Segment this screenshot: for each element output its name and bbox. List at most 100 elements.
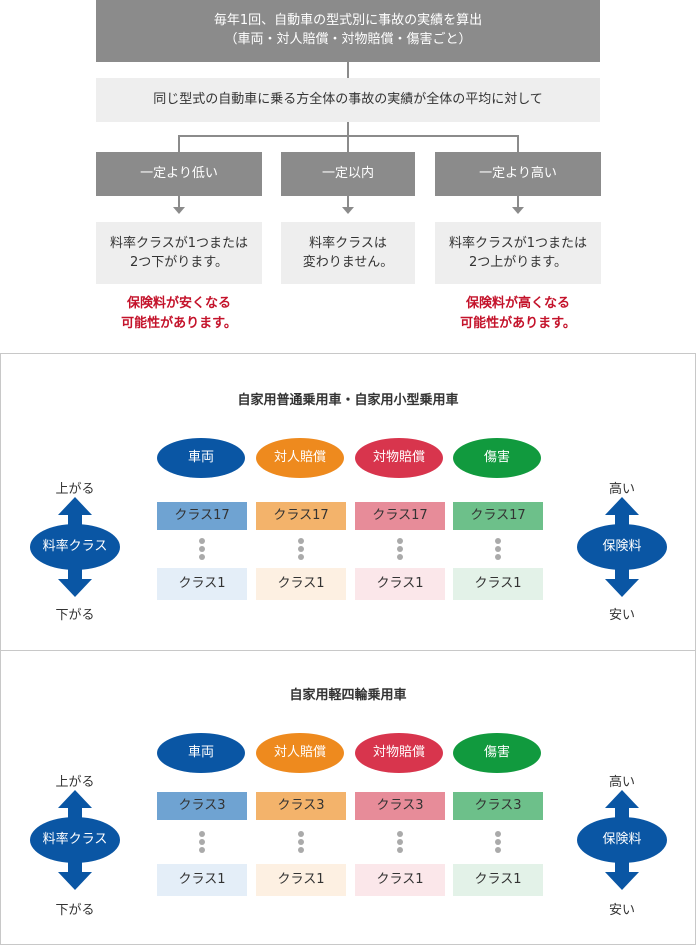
ellipsis-dot: [397, 538, 403, 544]
ellipsis-dot: [397, 554, 403, 560]
axis-up-label: 上がる: [55, 775, 95, 790]
branch-same-box: 一定以内: [281, 152, 415, 196]
result-line: 2つ上がります。: [469, 255, 567, 270]
note-line: 可能性があります。: [460, 316, 576, 331]
arrow-down-icon: [58, 872, 92, 890]
bottom-class-box: クラス1: [355, 864, 445, 896]
flow-title-box: 毎年1回、自動車の型式別に事故の実績を算出 （車両・対人賠償・対物賠償・傷害ごと…: [96, 0, 600, 62]
note-cheaper: 保険料が安くなる 可能性があります。: [96, 294, 262, 334]
arrow-down-icon: [173, 207, 185, 214]
axis-down-label: 下がる: [55, 608, 95, 623]
flow-title-line1: 毎年1回、自動車の型式別に事故の実績を算出: [213, 13, 483, 28]
bottom-class-box: クラス1: [453, 568, 543, 600]
category-pill: 対物賠償: [355, 438, 443, 478]
ellipsis-dot: [397, 839, 403, 845]
arrow-up-icon: [605, 790, 639, 808]
connector-line: [178, 196, 180, 208]
axis-up-label: 高い: [608, 482, 635, 497]
arrow-up-icon: [605, 497, 639, 515]
connector-line: [178, 135, 180, 152]
top-class-box: クラス3: [157, 792, 247, 820]
connector-line: [347, 196, 349, 208]
branch-low-box: 一定より低い: [96, 152, 262, 196]
ellipsis-dot: [495, 847, 501, 853]
top-class-box: クラス17: [256, 502, 346, 530]
category-pill: 対人賠償: [256, 733, 344, 773]
result-high-box: 料率クラスが1つまたは 2つ上がります。: [435, 222, 601, 284]
bottom-class-box: クラス1: [355, 568, 445, 600]
connector-line: [347, 62, 349, 78]
bottom-class-box: クラス1: [157, 568, 247, 600]
branch-high-box: 一定より高い: [435, 152, 601, 196]
panel-ordinary-car: 自家用普通乗用車・自家用小型乗用車 上がる 料率クラス 下がる 高い 保険料 安…: [0, 353, 696, 651]
ellipsis-dot: [495, 831, 501, 837]
flow-condition-box: 同じ型式の自動車に乗る方全体の事故の実績が全体の平均に対して: [96, 78, 600, 122]
top-class-box: クラス17: [355, 502, 445, 530]
ellipsis-dot: [397, 847, 403, 853]
panel-kei-car: 自家用軽四輪乗用車 上がる 料率クラス 下がる 高い 保険料 安い 車両クラス3…: [0, 650, 696, 945]
category-pill: 車両: [157, 438, 245, 478]
ellipsis-dot: [298, 554, 304, 560]
top-class-box: クラス17: [453, 502, 543, 530]
result-line: 変わりません。: [302, 255, 394, 270]
ellipsis-dot: [199, 831, 205, 837]
top-class-box: クラス3: [453, 792, 543, 820]
top-class-box: クラス3: [256, 792, 346, 820]
ellipsis-dot: [495, 839, 501, 845]
ellipsis-dot: [298, 847, 304, 853]
premium-oval: 保険料: [577, 817, 667, 863]
ellipsis-dot: [199, 554, 205, 560]
category-pill: 傷害: [453, 733, 541, 773]
ellipsis-dot: [298, 839, 304, 845]
ellipsis-dot: [298, 538, 304, 544]
note-line: 保険料が高くなる: [465, 296, 570, 311]
bottom-class-box: クラス1: [157, 864, 247, 896]
flow-title-line2: （車両・対人賠償・対物賠償・傷害ごと）: [224, 32, 472, 47]
note-line: 保険料が安くなる: [126, 296, 231, 311]
connector-line: [347, 122, 349, 136]
arrow-down-icon: [512, 207, 524, 214]
bottom-class-box: クラス1: [256, 568, 346, 600]
arrow-up-icon: [58, 497, 92, 515]
ellipsis-dot: [298, 831, 304, 837]
result-low-box: 料率クラスが1つまたは 2つ下がります。: [96, 222, 262, 284]
rate-class-oval: 料率クラス: [30, 524, 120, 570]
ellipsis-dot: [397, 546, 403, 552]
ellipsis-dot: [397, 831, 403, 837]
result-line: 料率クラスは: [309, 236, 387, 251]
ellipsis-dot: [199, 546, 205, 552]
ellipsis-dot: [199, 538, 205, 544]
connector-line: [517, 135, 519, 152]
category-pill: 対物賠償: [355, 733, 443, 773]
ellipsis-dot: [495, 554, 501, 560]
result-line: 料率クラスが1つまたは: [448, 236, 587, 251]
ellipsis-dot: [199, 839, 205, 845]
premium-oval: 保険料: [577, 524, 667, 570]
arrow-down-icon: [605, 872, 639, 890]
axis-down-label: 安い: [608, 903, 635, 918]
category-pill: 車両: [157, 733, 245, 773]
arrow-down-icon: [58, 579, 92, 597]
category-pill: 対人賠償: [256, 438, 344, 478]
axis-down-label: 下がる: [55, 903, 95, 918]
connector-line: [347, 135, 349, 152]
bottom-class-box: クラス1: [256, 864, 346, 896]
category-pill: 傷害: [453, 438, 541, 478]
result-same-box: 料率クラスは 変わりません。: [281, 222, 415, 284]
ellipsis-dot: [298, 546, 304, 552]
note-line: 可能性があります。: [121, 316, 237, 331]
panel-title: 自家用軽四輪乗用車: [289, 688, 407, 703]
arrow-up-icon: [58, 790, 92, 808]
connector-line: [517, 196, 519, 208]
ellipsis-dot: [495, 538, 501, 544]
panel-title: 自家用普通乗用車・自家用小型乗用車: [237, 393, 459, 408]
arrow-down-icon: [605, 579, 639, 597]
ellipsis-dot: [199, 847, 205, 853]
arrow-down-icon: [342, 207, 354, 214]
ellipsis-dot: [495, 546, 501, 552]
rate-class-oval: 料率クラス: [30, 817, 120, 863]
axis-down-label: 安い: [608, 608, 635, 623]
top-class-box: クラス17: [157, 502, 247, 530]
axis-up-label: 上がる: [55, 482, 95, 497]
result-line: 料率クラスが1つまたは: [109, 236, 248, 251]
